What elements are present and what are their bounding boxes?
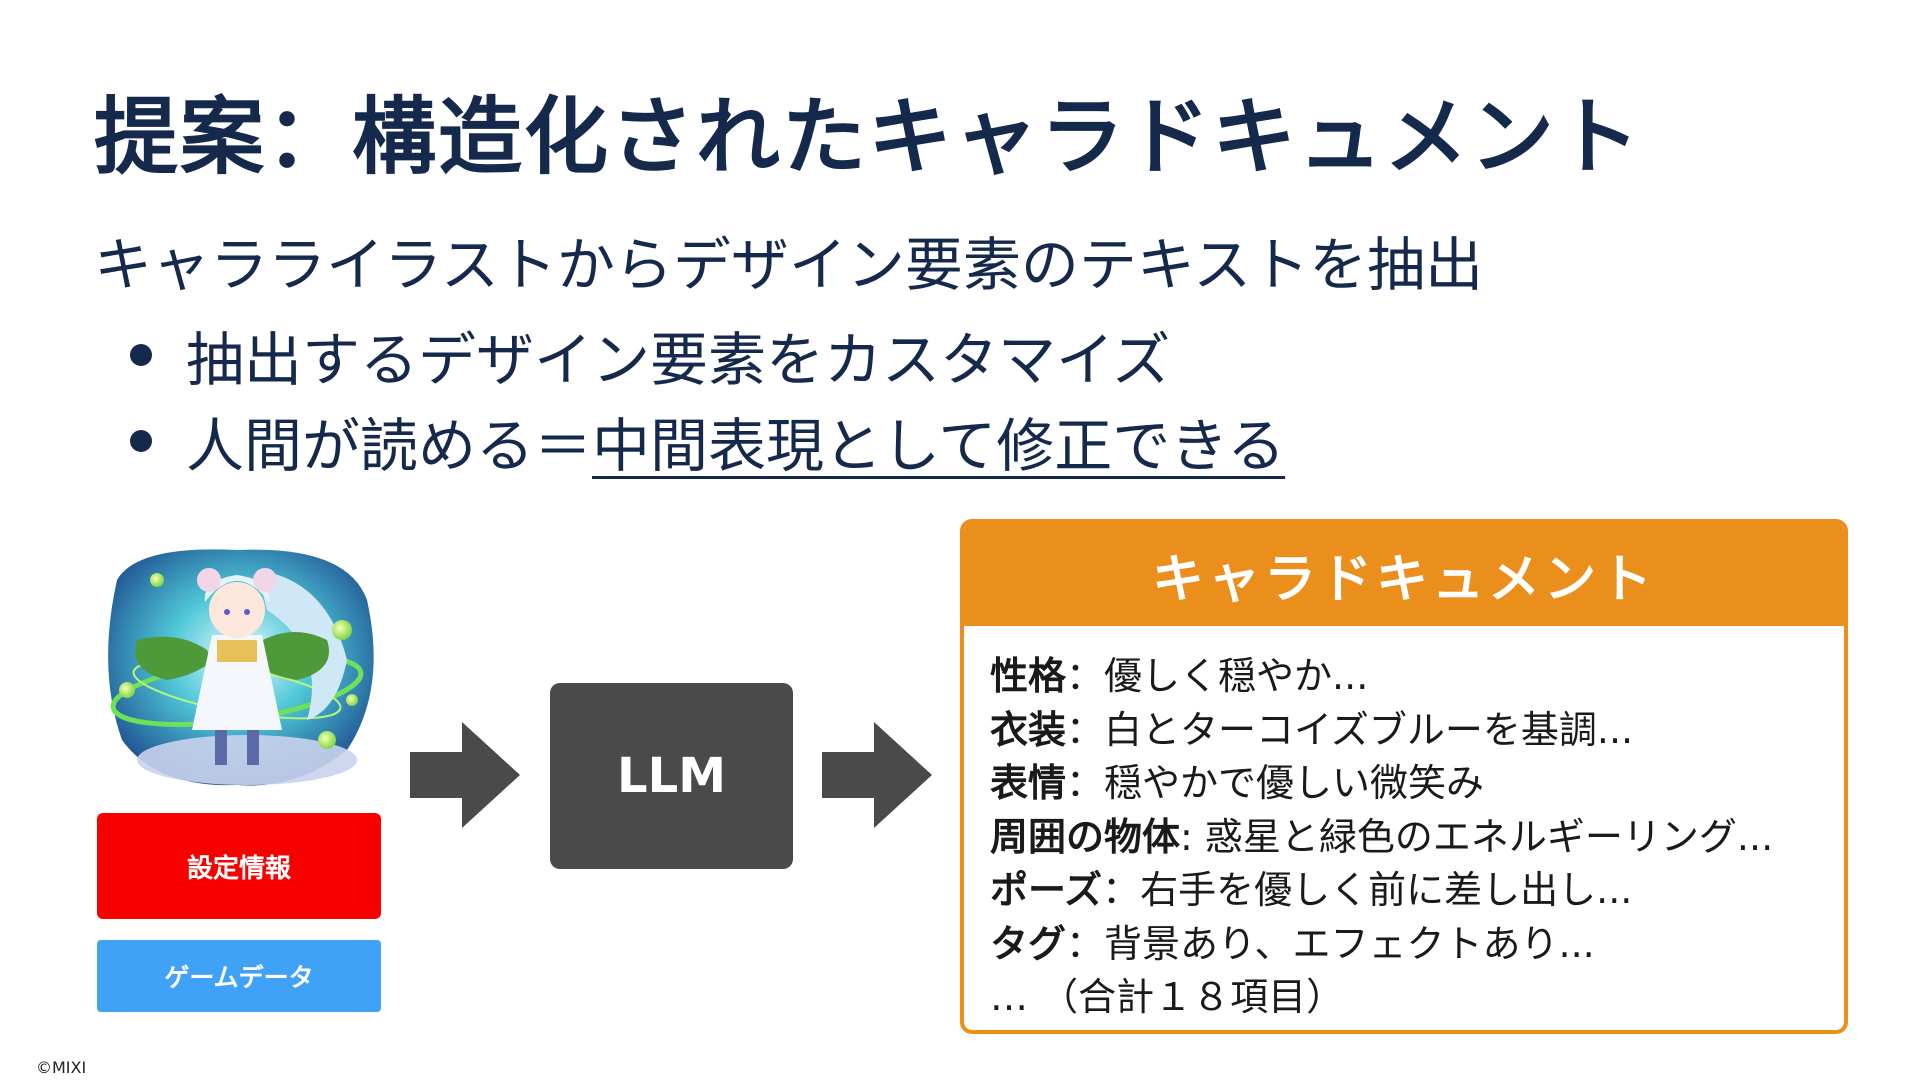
arrow-right-icon [822, 722, 932, 828]
document-row: ポーズ：右手を優しく前に差し出し... [990, 864, 1844, 918]
document-row: 周囲の物体: 惑星と緑色のエネルギーリング... [990, 811, 1844, 865]
arrow-right-icon [410, 722, 520, 828]
row-value: 白とターコイズブルーを基調... [1104, 707, 1634, 752]
bullet-item: 抽出するデザイン要素をカスタマイズ [130, 312, 1285, 398]
bullet-underlined-text: 中間表現として修正できる [592, 412, 1286, 480]
bullet-dot-icon [130, 344, 152, 366]
document-footer: … （合計１８項目） [990, 975, 1345, 1019]
row-value: 右手を優しく前に差し出し... [1140, 868, 1633, 912]
row-key: 性格 [990, 654, 1067, 698]
row-key: タグ [990, 921, 1067, 966]
row-value: 背景あり、エフェクトあり... [1104, 921, 1595, 966]
row-key: 表情 [990, 761, 1067, 805]
row-value: 穏やかで優しい微笑み [1104, 761, 1485, 805]
row-separator: : [1180, 814, 1205, 859]
document-body: 性格：優しく穏やか... 衣装：白とターコイズブルーを基調... 表情：穏やかで… [964, 626, 1844, 1025]
document-row: 性格：優しく穏やか... [990, 650, 1844, 704]
document-header: キャラドキュメント [964, 523, 1844, 626]
bullet-item: 人間が読める＝中間表現として修正できる [130, 398, 1285, 484]
game-data-button: ゲームデータ [97, 940, 381, 1012]
copyright-notice: ©MIXI [36, 1058, 87, 1077]
document-row: 衣装：白とターコイズブルーを基調... [990, 704, 1844, 758]
bullet-text: 抽出するデザイン要素をカスタマイズ [186, 326, 1171, 394]
bullet-list: 抽出するデザイン要素をカスタマイズ 人間が読める＝中間表現として修正できる [130, 312, 1285, 484]
slide-subtitle: キャラライラストからデザイン要素のテキストを抽出 [94, 231, 1484, 299]
row-value: 優しく穏やか... [1104, 654, 1369, 698]
document-row: 表情：穏やかで優しい微笑み [990, 757, 1844, 811]
llm-label: LLM [617, 748, 726, 804]
document-row: タグ：背景あり、エフェクトあり... [990, 918, 1844, 972]
row-separator: ： [1066, 761, 1105, 805]
llm-box: LLM [550, 683, 793, 869]
row-separator: ： [1066, 707, 1105, 752]
slide-title: 提案：構造化されたキャラドキュメント [94, 88, 1643, 186]
row-key: ポーズ [990, 868, 1103, 912]
character-illustration [108, 549, 374, 786]
bullet-dot-icon [130, 430, 152, 452]
row-separator: ： [1066, 654, 1105, 698]
row-value: 惑星と緑色のエネルギーリング... [1204, 814, 1774, 859]
row-key: 周囲の物体 [990, 814, 1181, 859]
row-key: 衣装 [990, 707, 1067, 752]
row-separator: ： [1066, 921, 1105, 966]
row-separator: ： [1102, 868, 1141, 912]
bullet-text: 人間が読める＝ [186, 412, 593, 480]
character-document-card: キャラドキュメント 性格：優しく穏やか... 衣装：白とターコイズブルーを基調.… [960, 519, 1848, 1034]
settings-info-button: 設定情報 [97, 813, 381, 919]
